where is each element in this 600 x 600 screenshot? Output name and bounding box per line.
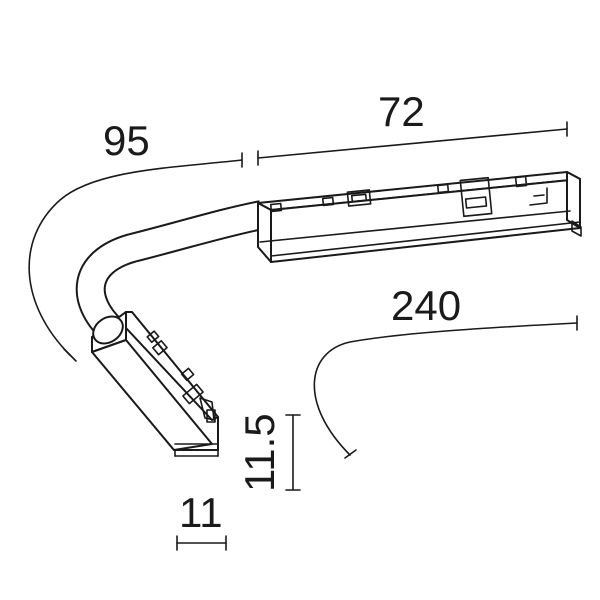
flexible-cable xyxy=(75,200,265,341)
dimension-tick-95-start xyxy=(63,348,77,362)
top-connector-left-face xyxy=(257,202,272,263)
dimension-label-11: 11 xyxy=(179,489,223,536)
top-connector-end-face xyxy=(566,171,581,229)
dimension-11: 11 xyxy=(176,489,227,551)
dimension-label-72: 72 xyxy=(378,88,425,135)
dimension-240: 240 xyxy=(313,282,578,459)
dimension-line-240 xyxy=(313,322,578,456)
dimension-72: 72 xyxy=(257,88,568,166)
top-connector xyxy=(257,171,582,263)
dimension-label-11-5: 11.5 xyxy=(236,413,283,492)
dimension-95: 95 xyxy=(28,117,243,362)
dimension-tick-240-start xyxy=(344,449,357,459)
dimension-label-95: 95 xyxy=(103,117,150,164)
dimension-label-240: 240 xyxy=(391,282,461,329)
dimension-line-72 xyxy=(257,128,568,159)
dimension-line-95 xyxy=(28,159,243,356)
dimension-11-5: 11.5 xyxy=(236,413,301,492)
top-connector-clip xyxy=(571,220,582,237)
bottom-connector xyxy=(91,311,219,457)
